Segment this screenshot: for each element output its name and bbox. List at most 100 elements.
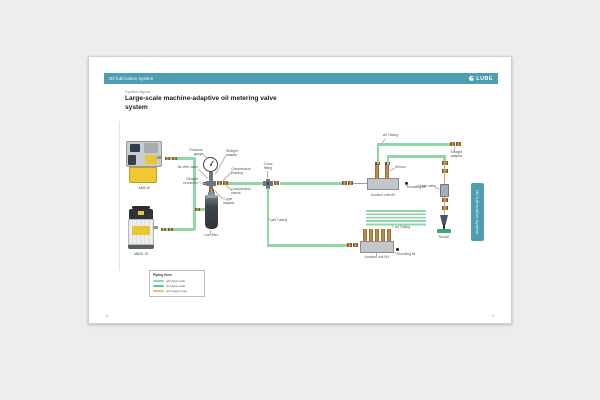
- mounting-dot-lower: [395, 247, 399, 251]
- fitting: [195, 207, 200, 212]
- fitting: [217, 181, 222, 185]
- tube-branch-run: [266, 244, 348, 247]
- label-mounting-kit-upper: Mounting kit: [407, 185, 426, 189]
- tube-up-right: [386, 156, 389, 165]
- brand-name: LUBE: [476, 75, 493, 82]
- pump-base: [128, 245, 154, 249]
- lube-logo-icon: [468, 75, 475, 82]
- valve-pipe: [369, 229, 373, 241]
- pump-outlet: [153, 226, 158, 229]
- fitting: [456, 142, 461, 146]
- label-straight-adapter-top: Straight adapter: [226, 149, 238, 157]
- leader-line: [202, 152, 208, 159]
- pressure-gauge: [203, 157, 218, 172]
- valve-pipe: [375, 164, 379, 179]
- legend-label: ø6 Nylon tube: [166, 278, 186, 283]
- fitting: [441, 161, 448, 165]
- label-mounting-kit-lower: Mounting kit: [397, 252, 416, 256]
- cross-center: [266, 182, 270, 185]
- valve-pipe: [385, 164, 389, 179]
- piping-legend: Piping lines ø6 Nylon tube ø4 Nylon tube…: [149, 270, 205, 298]
- filter-adapter: [207, 192, 215, 196]
- nozzle-body: [440, 215, 448, 225]
- leader-line: [210, 230, 211, 234]
- label-pressure-gauge: Pressure gauge: [189, 148, 203, 156]
- brand-logo: LUBE: [468, 75, 493, 82]
- mounting-dot-upper: [404, 181, 408, 185]
- fitting: [441, 206, 448, 210]
- tube-top-run: [376, 143, 450, 146]
- leader-line: [434, 187, 440, 190]
- legend-label: ø4 Copper pipe: [166, 289, 188, 294]
- nozzle-base: [437, 229, 451, 233]
- label-cross-fitting: Cross fitting: [263, 162, 273, 170]
- filter-collar: [205, 195, 217, 198]
- junction-unit-lower: [360, 241, 394, 253]
- tube-bend-down: [443, 156, 446, 162]
- leader-line: [376, 253, 377, 256]
- pump-outlet: [157, 156, 162, 159]
- page-title: Large-scale machine-adaptive oil meterin…: [125, 95, 277, 111]
- pump-display: [130, 144, 140, 152]
- legend-title: Piping lines: [153, 273, 173, 277]
- pump-grill: [128, 155, 136, 165]
- pump-unit-bottom: [124, 206, 158, 251]
- fitting: [347, 243, 352, 247]
- fitting: [165, 156, 170, 161]
- fitting: [450, 142, 455, 146]
- fitting: [342, 181, 347, 185]
- line-filter: [204, 195, 218, 229]
- fitting: [348, 181, 353, 185]
- label-line-filter: Line filter: [204, 233, 218, 237]
- fitting: [274, 181, 279, 185]
- legend-swatch-o6-nylon: [153, 279, 164, 282]
- header-section-label: Oil lubrication system: [109, 76, 154, 81]
- label-straight-adapter-right: Straight adapter: [450, 150, 463, 158]
- tube-header-vertical: [193, 157, 196, 230]
- label-sensor: Sensor: [395, 165, 406, 169]
- tube-main-2: [280, 182, 342, 185]
- air-vent-fitting: [202, 181, 206, 185]
- legend-row: ø4 Copper pipe: [153, 289, 201, 293]
- legend-label: ø4 Nylon tube: [166, 283, 186, 288]
- tube-mid-run: [386, 155, 446, 158]
- tube-pump-top: [166, 157, 194, 160]
- leader-line: [267, 171, 268, 178]
- label-check-valve: Check valve: [417, 184, 436, 188]
- fitting: [208, 188, 214, 193]
- valve-pipe: [375, 229, 379, 241]
- pump-label-sticker: [145, 155, 157, 164]
- pump-unit-top: [126, 141, 162, 185]
- legend-swatch-o4-nylon: [153, 284, 164, 287]
- fitting: [441, 169, 448, 173]
- label-air-vent-valve: Air vent valve: [177, 165, 198, 169]
- check-valve: [439, 184, 449, 197]
- side-tab-label: Oil lubrication system: [475, 189, 480, 235]
- label-t-type-adapter: T-type adapter: [223, 197, 235, 205]
- label-tubing-o4-lower: ø4 Tubing: [395, 225, 411, 229]
- tube-branch-down: [266, 188, 269, 246]
- pump-label-sticker: [132, 226, 150, 235]
- legend-swatch-o4-copper: [153, 290, 164, 293]
- valve-pipe: [363, 229, 367, 241]
- catalog-page: Oil lubrication system LUBE System layou…: [88, 56, 512, 324]
- legend-row: ø4 Nylon tube: [153, 284, 201, 288]
- pump-reservoir: [129, 167, 157, 183]
- tube-bundle: [366, 210, 426, 227]
- label-straight-connector: Straight connector: [183, 177, 198, 185]
- label-compression-sleeve: Compression sleeve: [231, 187, 251, 195]
- leader-line: [454, 147, 455, 151]
- fitting: [161, 227, 166, 232]
- nozzle-tip: [443, 224, 445, 229]
- label-junction-lower: Junction unit MV: [364, 255, 390, 259]
- pump-cap-sticker: [138, 211, 144, 215]
- eyebrow-label: System layout: [125, 89, 151, 94]
- valve-pipe: [387, 229, 391, 241]
- junction-unit-upper: [367, 178, 399, 190]
- leader-line: [392, 250, 397, 255]
- cross-connector: [208, 178, 214, 189]
- gauge-stem: [209, 171, 213, 180]
- page-number-left: 8: [106, 314, 109, 318]
- pump-panel: [144, 143, 158, 153]
- page-number-right: 9: [491, 314, 494, 318]
